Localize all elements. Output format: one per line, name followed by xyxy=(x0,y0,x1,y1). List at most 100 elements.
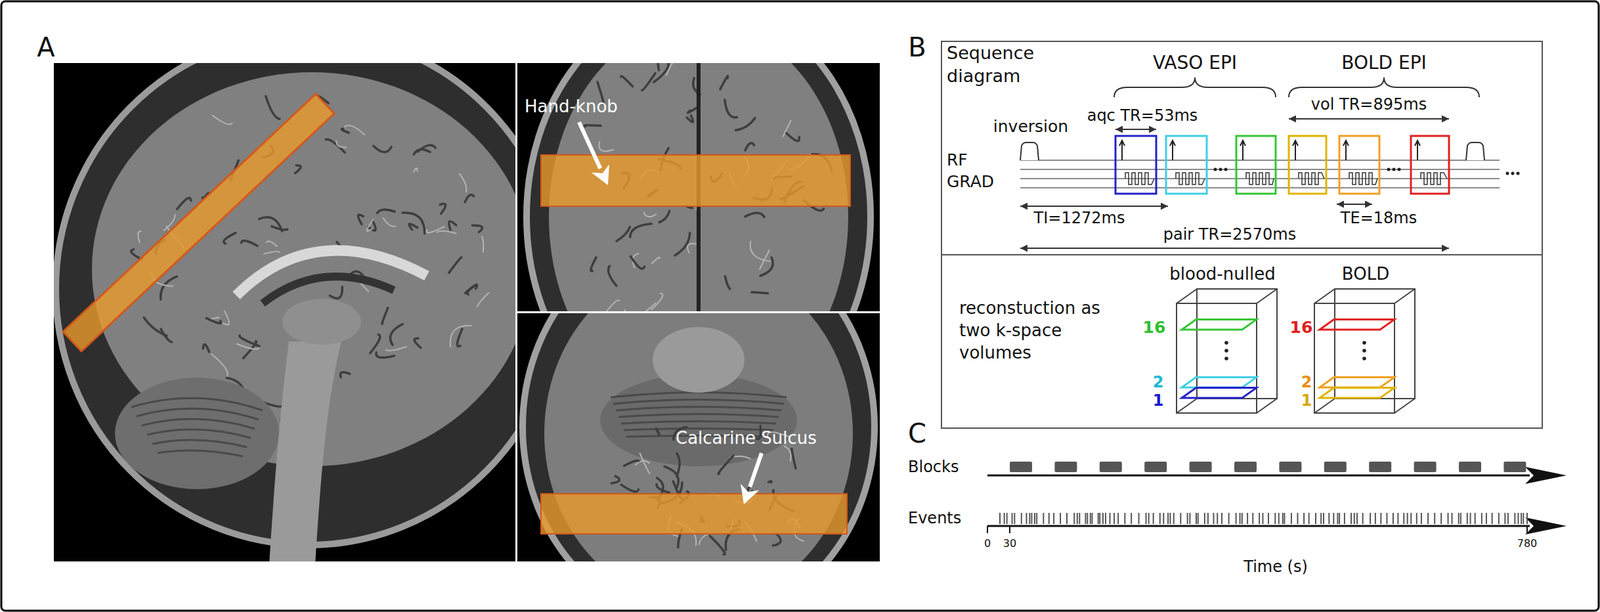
sulcus xyxy=(640,453,650,474)
sulcus xyxy=(330,286,343,299)
sulcus xyxy=(202,344,209,352)
slice-number: 2 xyxy=(1152,374,1165,390)
sulcus xyxy=(211,353,228,376)
sulcus xyxy=(621,484,639,492)
stimulus-event xyxy=(1221,512,1223,524)
sulcus xyxy=(653,63,669,83)
sulcus xyxy=(409,223,418,230)
rf-pulse-tip xyxy=(1119,140,1125,146)
stimulus-event xyxy=(1195,512,1197,524)
slice-number: 2 xyxy=(1301,374,1313,390)
stimulus-event xyxy=(1491,512,1493,524)
stimulus-event xyxy=(1410,512,1412,524)
sulcus xyxy=(413,149,431,155)
sulcus xyxy=(449,257,462,273)
stimulus-event xyxy=(1258,512,1260,524)
time-axis xyxy=(987,474,1530,477)
sulcus xyxy=(367,219,374,232)
channel-label: RF xyxy=(946,151,968,171)
slice-number: 1 xyxy=(1301,392,1313,409)
stimulus-event xyxy=(1078,512,1081,524)
stimulus-event xyxy=(1239,512,1241,524)
sulcus xyxy=(621,76,633,87)
stimulus-event xyxy=(1362,512,1364,524)
sulcus xyxy=(382,307,389,324)
readout-box xyxy=(1115,135,1157,194)
stimulus-event xyxy=(1350,512,1352,524)
stimulus-block xyxy=(1099,461,1123,473)
timeline-track xyxy=(1020,159,1500,161)
sulcus xyxy=(222,311,230,325)
sulcus xyxy=(784,446,792,461)
sulcus xyxy=(751,292,769,294)
rf-pulse-tip xyxy=(1343,140,1349,146)
cerebellum-fold xyxy=(610,392,787,398)
timeline-track xyxy=(1020,187,1500,189)
stimulus-event xyxy=(1392,512,1394,524)
stimulus-event xyxy=(1380,512,1382,524)
stimulus-event xyxy=(1338,512,1341,524)
sulcus xyxy=(699,533,709,545)
cube-edge xyxy=(1176,303,1257,413)
curly-brace xyxy=(1114,77,1276,98)
stimulus-event xyxy=(1440,512,1442,524)
stimulus-event xyxy=(1197,512,1199,524)
stimulus-event xyxy=(1113,512,1115,524)
cerebellum-fold xyxy=(157,450,243,457)
ellipsis-dot xyxy=(1219,168,1223,172)
time-axis xyxy=(987,525,1530,528)
corpus-callosum xyxy=(236,250,427,296)
sulcus xyxy=(370,334,381,353)
sulcus xyxy=(616,227,630,242)
panel-letter: B xyxy=(908,32,926,63)
sulcus xyxy=(177,197,192,209)
cerebellum-fold xyxy=(621,421,777,425)
sulcus xyxy=(791,449,796,469)
sulcus xyxy=(223,233,236,244)
sulcus xyxy=(449,221,457,230)
sulcus xyxy=(341,128,349,133)
slice-number: 16 xyxy=(1143,319,1167,336)
duration-arrow xyxy=(1115,128,1157,130)
sulcus xyxy=(782,120,791,136)
time-arrowhead xyxy=(1525,466,1567,484)
kspace-cube xyxy=(1314,288,1415,413)
stimulus-event xyxy=(1303,512,1305,524)
kspace-slice xyxy=(1181,319,1257,330)
sulcus xyxy=(239,335,260,346)
kspace-slice xyxy=(1181,388,1257,398)
epi-readout xyxy=(1420,172,1448,185)
sulcus xyxy=(377,209,396,213)
stimulus-event xyxy=(1369,512,1371,524)
stimulus-event xyxy=(1124,512,1126,524)
mri-image xyxy=(517,63,880,312)
stimulus-event xyxy=(1274,512,1276,524)
stimulus-event xyxy=(1308,512,1310,524)
stimulus-event xyxy=(1138,512,1140,524)
stimulus-event xyxy=(1433,512,1436,524)
row-label: Blocks xyxy=(908,458,959,477)
stimulus-event xyxy=(1498,512,1500,524)
panel-heading: reconstuction as two k-space volumes xyxy=(959,296,1114,364)
stimulus-event xyxy=(1117,512,1119,524)
ellipsis-dot xyxy=(1362,348,1367,353)
brainstem xyxy=(269,341,342,562)
thalamus xyxy=(282,298,362,345)
axis-title: Time (s) xyxy=(1243,558,1308,577)
stimulus-event xyxy=(1059,512,1061,524)
stimulus-event xyxy=(1162,512,1165,524)
mri-image xyxy=(53,63,516,562)
ellipsis-dot xyxy=(1392,168,1396,172)
stimulus-event xyxy=(1322,512,1325,524)
sulcus xyxy=(336,141,346,148)
stimulus-event xyxy=(1042,512,1044,524)
ellipsis-dot xyxy=(1397,168,1402,172)
cube-edge xyxy=(1314,303,1395,413)
sulcus xyxy=(651,257,660,264)
stimulus-event xyxy=(1507,512,1509,524)
stimulus-event xyxy=(1036,512,1038,524)
stimulus-event xyxy=(1241,512,1243,524)
inversion-pulse xyxy=(1020,142,1039,161)
sulcus xyxy=(477,292,490,307)
